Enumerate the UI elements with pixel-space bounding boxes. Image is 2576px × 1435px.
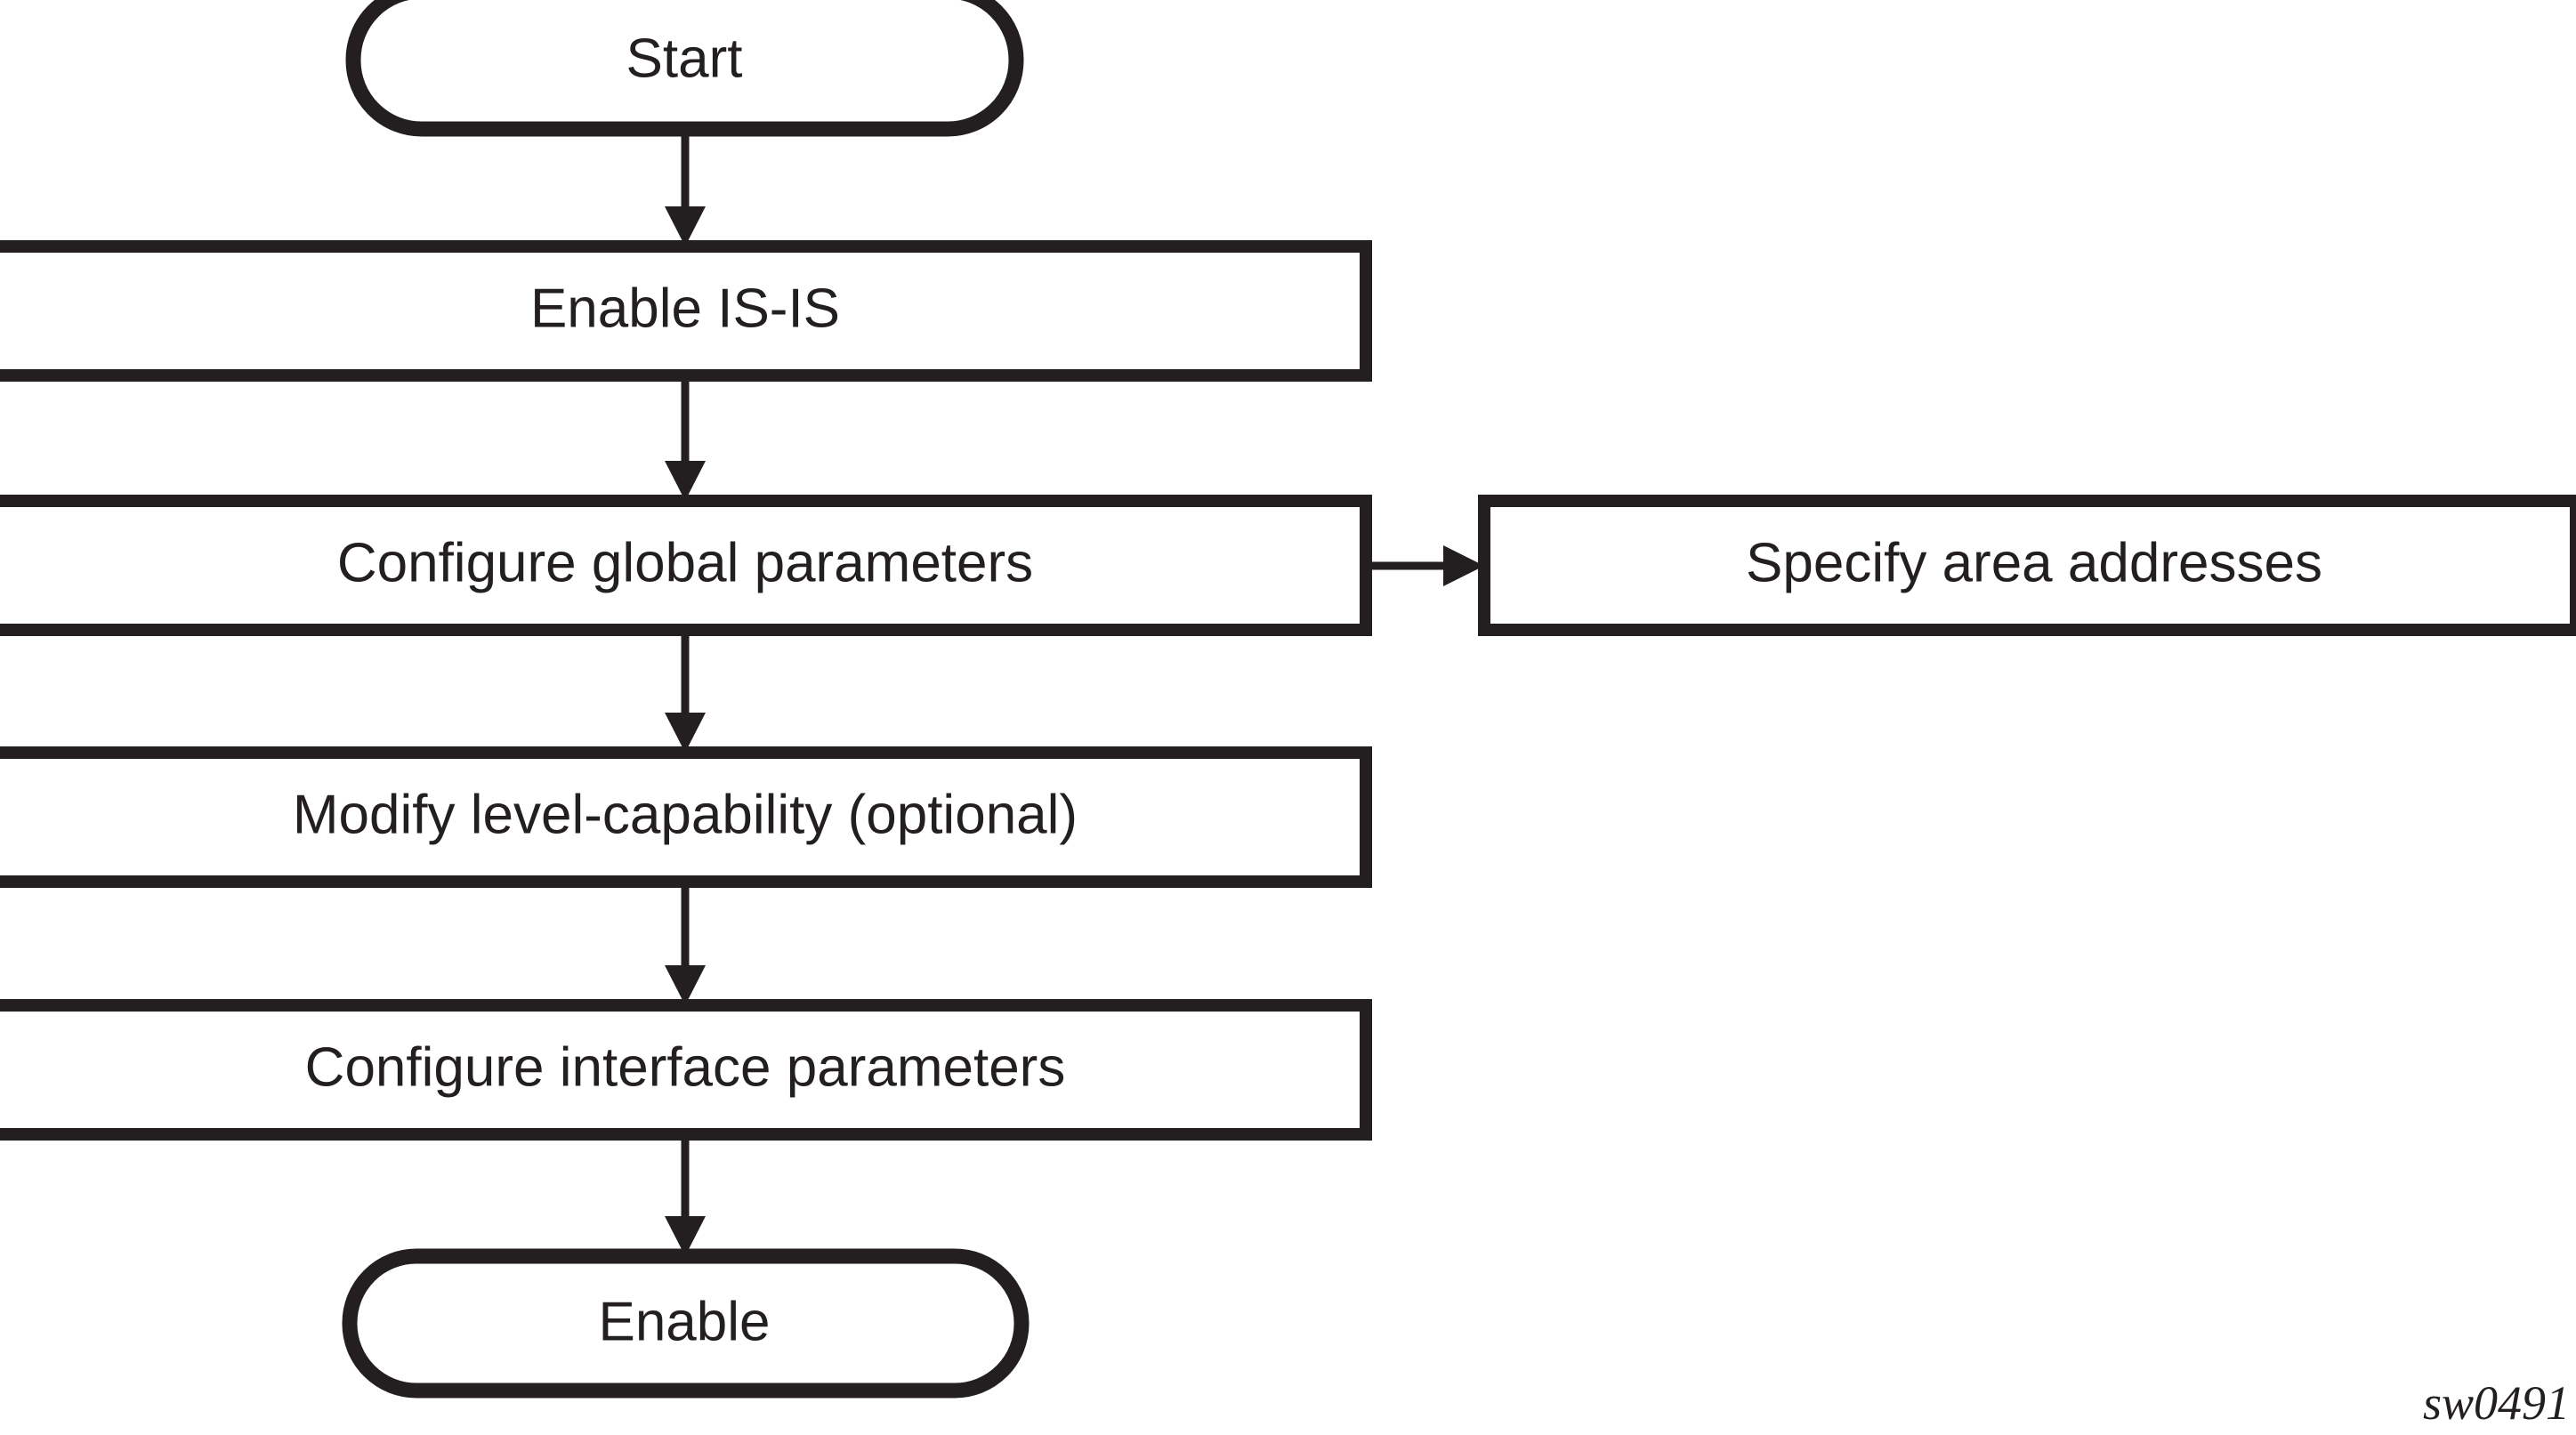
- node-configure-interface-parameters-label: Configure interface parameters: [305, 1036, 1066, 1098]
- node-modify-level-capability[interactable]: Modify level-capability (optional): [0, 746, 1372, 888]
- connector-start-to-enable-isis: [665, 129, 706, 246]
- node-enable-label: Enable: [598, 1291, 770, 1352]
- node-enable[interactable]: Enable: [342, 1248, 1030, 1399]
- node-configure-interface-parameters[interactable]: Configure interface parameters: [0, 999, 1372, 1141]
- node-specify-area-addresses-label: Specify area addresses: [1746, 532, 2322, 593]
- node-enable-isis-label: Enable IS-IS: [530, 278, 840, 339]
- figure-caption: sw0491: [2423, 1376, 2570, 1430]
- node-enable-isis[interactable]: Enable IS-IS: [0, 240, 1372, 382]
- connector-configure-global-parameters-to-specify-area-addresses: [1364, 545, 1484, 586]
- node-specify-area-addresses[interactable]: Specify area addresses: [1478, 495, 2576, 636]
- connector-configure-interface-parameters-to-enable: [665, 1134, 706, 1256]
- node-start[interactable]: Start: [345, 0, 1024, 137]
- connector-modify-level-capability-to-configure-interface-parameters: [665, 882, 706, 1005]
- node-configure-global-parameters-label: Configure global parameters: [337, 532, 1033, 593]
- node-start-label: Start: [626, 28, 743, 89]
- connector-enable-isis-to-configure-global-parameters: [665, 375, 706, 501]
- node-modify-level-capability-label: Modify level-capability (optional): [293, 784, 1078, 845]
- connector-configure-global-parameters-to-modify-level-capability: [665, 630, 706, 753]
- node-configure-global-parameters[interactable]: Configure global parameters: [0, 495, 1372, 636]
